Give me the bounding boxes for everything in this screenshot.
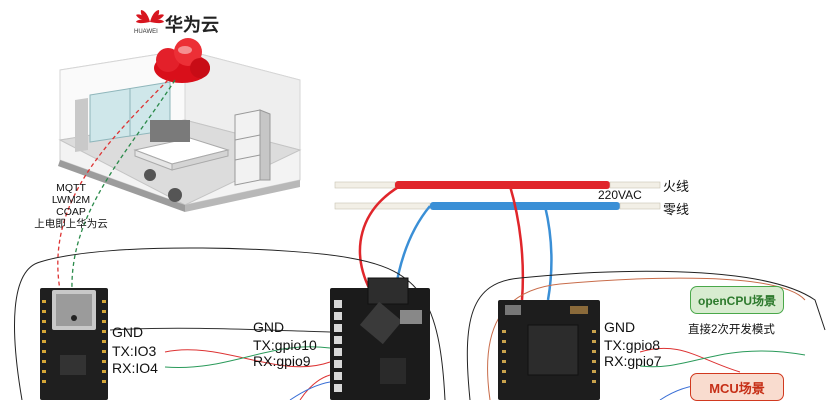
protocol-note: 上电即上华为云 — [34, 218, 108, 230]
right-tx-label: TX:gpio8 — [604, 337, 661, 353]
left-tx-label: TX:IO3 — [112, 343, 157, 359]
office-room-illustration — [58, 49, 302, 212]
right-group-inner-outline — [487, 277, 806, 400]
voltage-label: 220VAC — [598, 188, 642, 202]
right-gnd-label: GND — [604, 319, 636, 335]
protocol-mqtt: MQTT — [56, 182, 86, 194]
protocol-coap: COAP — [56, 206, 86, 218]
mcu-mode-badge: MCU场景 — [690, 373, 784, 401]
opencpu-mode-description: 直接2次开发模式 — [688, 324, 775, 336]
center-gnd-label: GND — [253, 319, 285, 335]
protocol-lwm2m: LWM2M — [51, 194, 91, 206]
neutral-wire — [334, 202, 661, 210]
right-module-board — [498, 300, 600, 400]
center-tx-label: TX:gpio10 — [253, 337, 317, 353]
gnd-wire — [109, 327, 331, 333]
tx-wire — [164, 349, 331, 368]
left-gnd-label: GND — [112, 324, 144, 340]
right-rx-label: RX:gpio7 — [604, 353, 662, 369]
live-drop-center — [358, 184, 401, 291]
uplink-dashed-green — [71, 79, 176, 291]
center-module-board — [330, 277, 430, 400]
center-rx-label: RX:gpio9 — [253, 353, 311, 369]
left-rx-label: RX:IO4 — [112, 360, 158, 376]
left-dev-board — [40, 288, 108, 400]
right-group-outline — [466, 270, 826, 400]
live-wire-label: 火线 — [663, 179, 690, 194]
brand-name: 华为云 — [165, 15, 219, 35]
logo-caption: HUAWEI — [134, 29, 158, 35]
right-rx-wire — [639, 350, 806, 368]
neutral-wire-label: 零线 — [663, 202, 690, 217]
rx-wire — [164, 346, 331, 369]
live-drop-right — [508, 185, 525, 301]
opencpu-mode-badge: openCPU场景 — [690, 286, 784, 314]
extra-wire-red — [299, 374, 331, 400]
cloud-icon — [154, 38, 210, 83]
extra-wire-blue — [289, 381, 331, 400]
right-tx-wire — [639, 347, 741, 373]
live-wire — [334, 181, 661, 189]
huawei-logo-icon — [136, 10, 164, 24]
neutral-drop-right — [543, 205, 553, 301]
